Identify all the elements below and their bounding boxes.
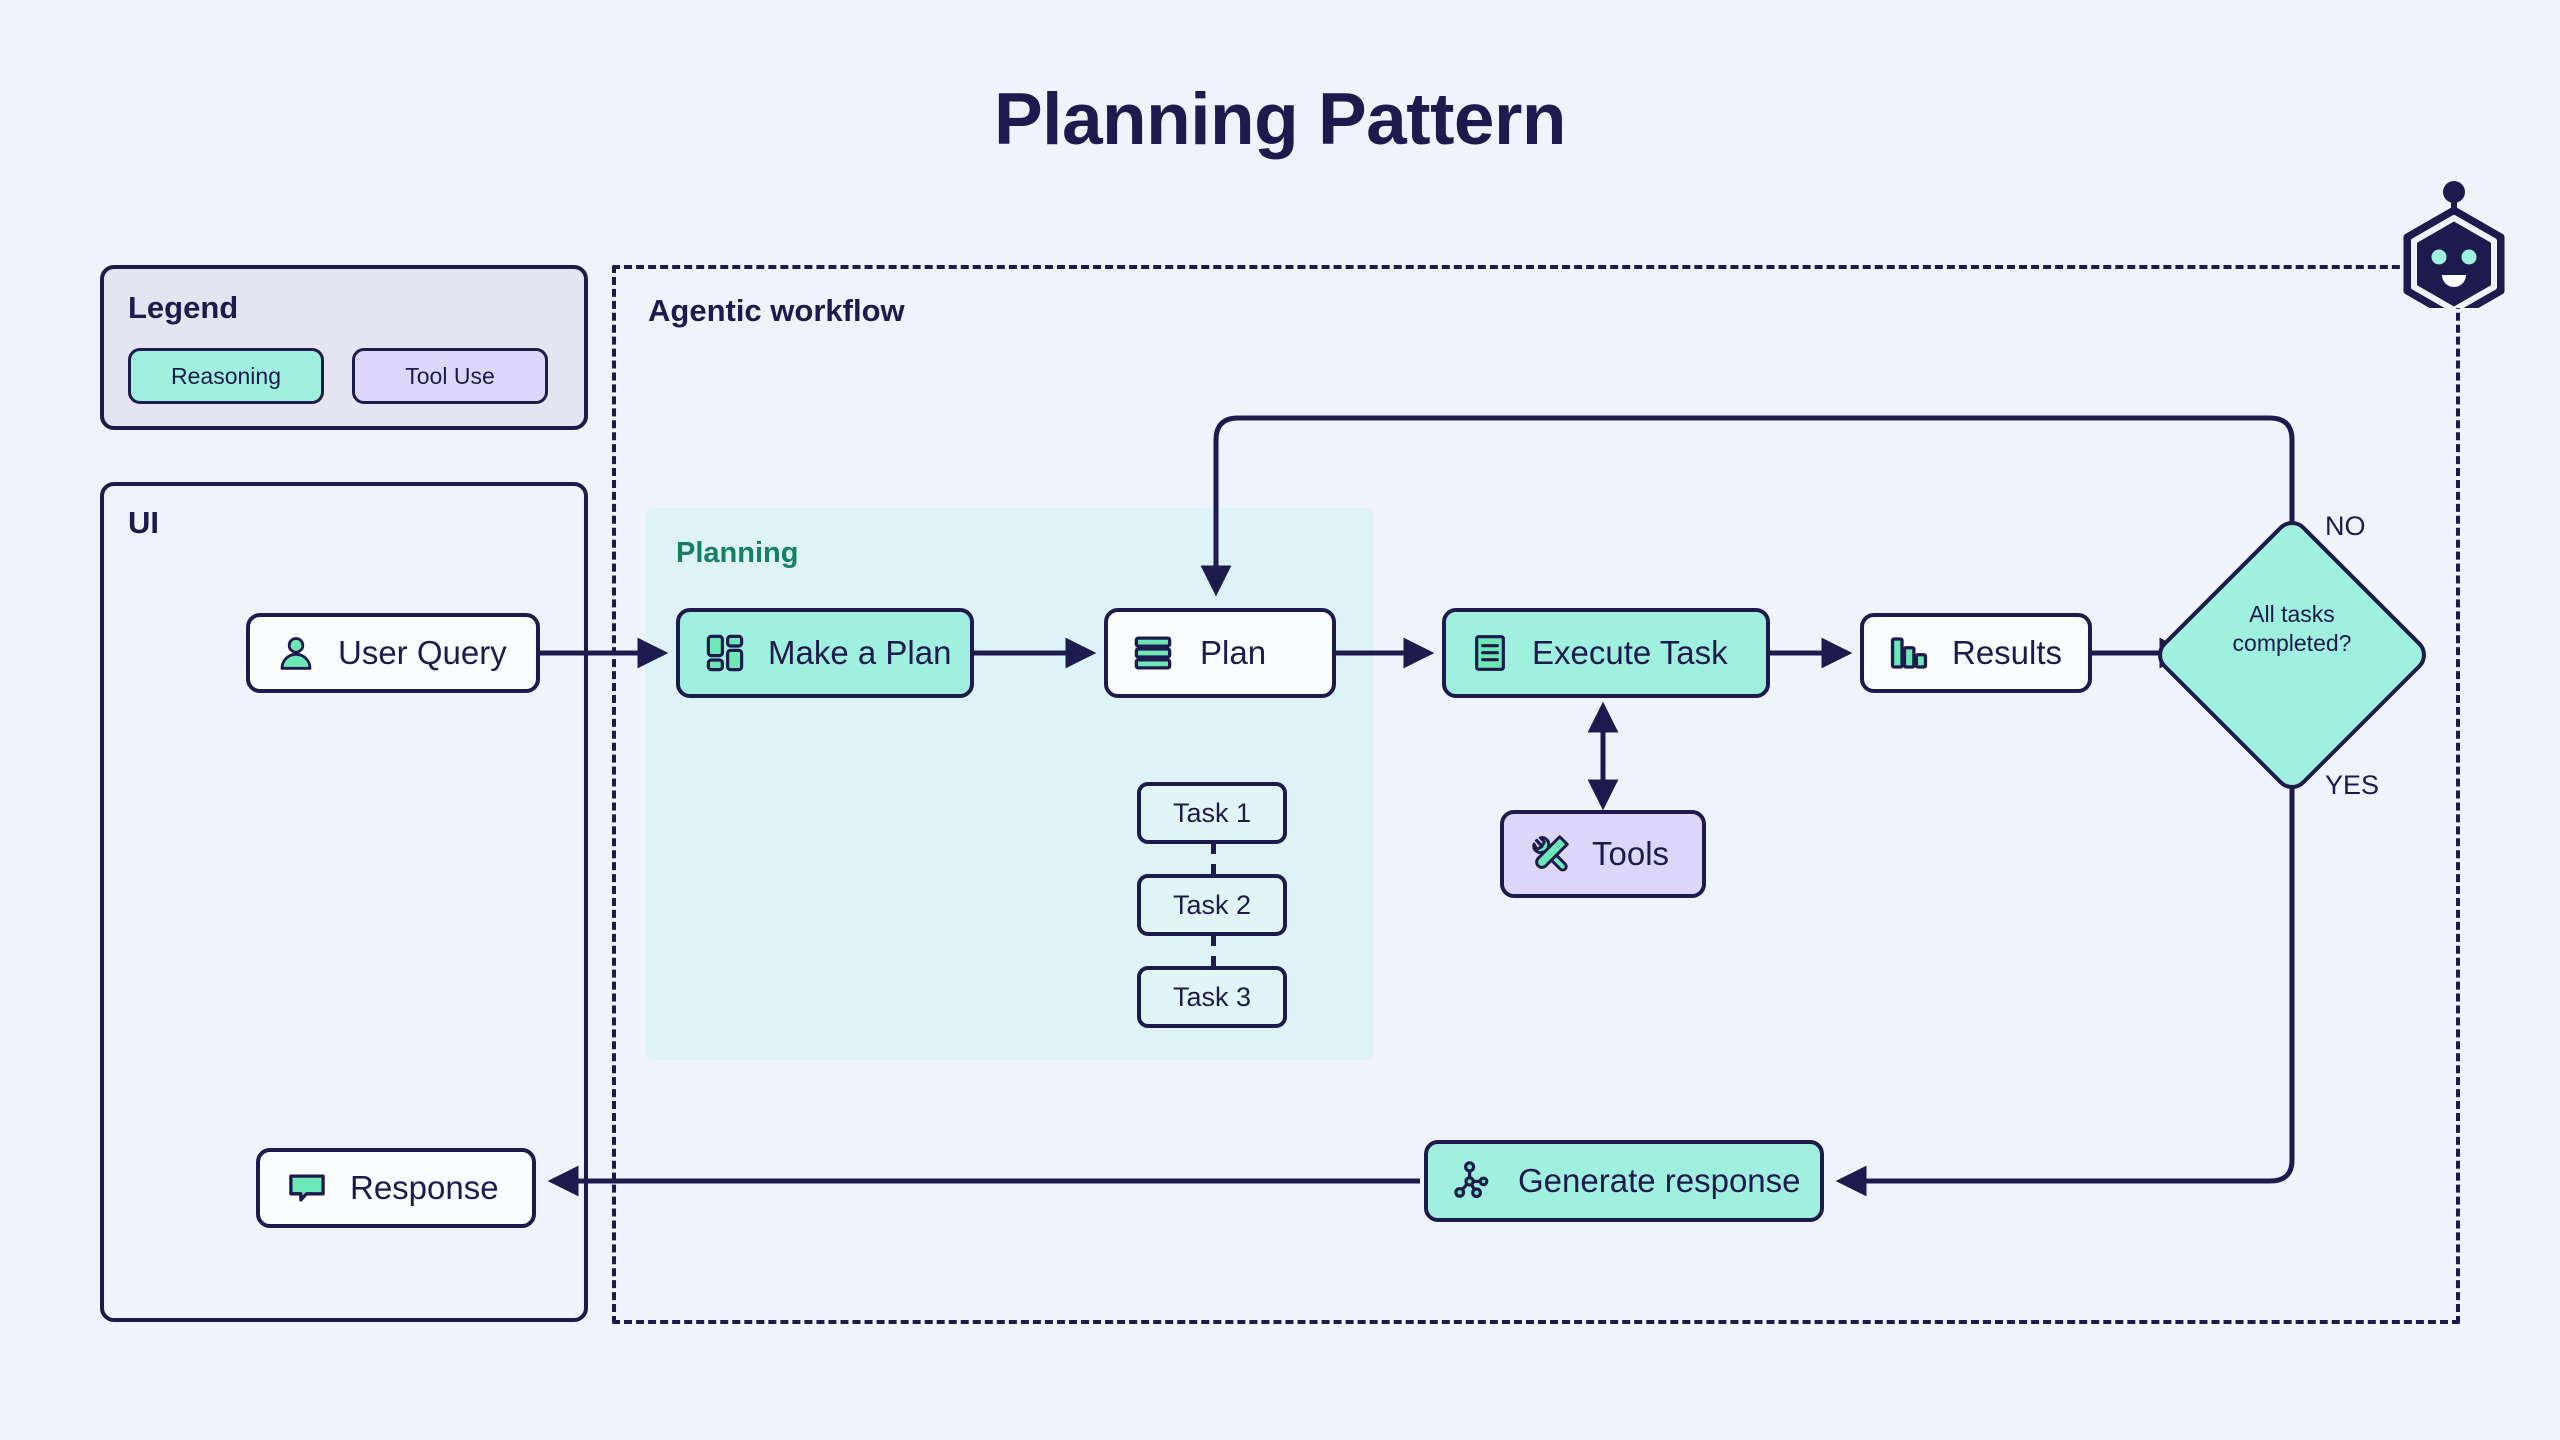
ui-panel-label: UI bbox=[128, 505, 159, 540]
task-box[interactable]: Task 2 bbox=[1137, 874, 1287, 936]
decision-label-line2: completed? bbox=[2232, 629, 2352, 656]
legend-chip-reasoning-label: Reasoning bbox=[171, 362, 281, 389]
page-title: Planning Pattern bbox=[993, 79, 1567, 160]
document-lines-icon bbox=[1470, 633, 1510, 673]
legend-chip-tool-use: Tool Use bbox=[352, 348, 548, 404]
decision-label: All tasks completed? bbox=[2192, 600, 2392, 658]
node-generate-response[interactable]: Generate response bbox=[1424, 1140, 1824, 1222]
node-execute-task-label: Execute Task bbox=[1532, 634, 1728, 671]
decision-label-line1: All tasks bbox=[2249, 601, 2335, 627]
node-tools[interactable]: Tools bbox=[1500, 810, 1706, 898]
speech-bubble-icon bbox=[286, 1167, 328, 1209]
dashboard-layout-icon bbox=[704, 632, 746, 674]
stacked-list-icon bbox=[1132, 632, 1174, 674]
node-user-query[interactable]: User Query bbox=[246, 613, 540, 693]
robot-head-icon bbox=[2398, 180, 2510, 322]
node-generate-response-label: Generate response bbox=[1518, 1162, 1801, 1199]
bar-chart-icon bbox=[1888, 632, 1930, 674]
node-execute-task[interactable]: Execute Task bbox=[1442, 608, 1770, 698]
node-response-label: Response bbox=[350, 1169, 499, 1206]
legend-title: Legend bbox=[128, 290, 239, 325]
node-tools-label: Tools bbox=[1592, 835, 1670, 872]
node-plan-label: Plan bbox=[1200, 634, 1267, 671]
task-box[interactable]: Task 1 bbox=[1137, 782, 1287, 844]
task-label: Task 3 bbox=[1172, 981, 1252, 1012]
node-user-query-label: User Query bbox=[338, 634, 507, 671]
legend-chip-tool-use-label: Tool Use bbox=[405, 362, 495, 389]
node-plan[interactable]: Plan bbox=[1104, 608, 1336, 698]
planning-label: Planning bbox=[676, 537, 799, 569]
node-make-a-plan[interactable]: Make a Plan bbox=[676, 608, 974, 698]
edge-label-yes: YES bbox=[2325, 770, 2380, 800]
node-results-label: Results bbox=[1952, 634, 2063, 671]
task-label: Task 1 bbox=[1172, 797, 1252, 828]
task-label: Task 2 bbox=[1172, 889, 1252, 920]
edge-label-no: NO bbox=[2325, 511, 2366, 541]
agentic-workflow-label: Agentic workflow bbox=[648, 293, 905, 328]
agentic-workflow-region bbox=[612, 265, 2460, 1324]
legend-chip-reasoning: Reasoning bbox=[128, 348, 324, 404]
node-response[interactable]: Response bbox=[256, 1148, 536, 1228]
task-connector-dashed bbox=[1211, 936, 1216, 966]
ui-panel bbox=[100, 482, 588, 1322]
node-results[interactable]: Results bbox=[1860, 613, 2092, 693]
wrench-screwdriver-icon bbox=[1528, 832, 1572, 876]
node-make-a-plan-label: Make a Plan bbox=[768, 634, 952, 671]
task-box[interactable]: Task 3 bbox=[1137, 966, 1287, 1028]
user-icon bbox=[276, 633, 316, 673]
node-graph-icon bbox=[1452, 1159, 1496, 1203]
task-connector-dashed bbox=[1211, 844, 1216, 874]
